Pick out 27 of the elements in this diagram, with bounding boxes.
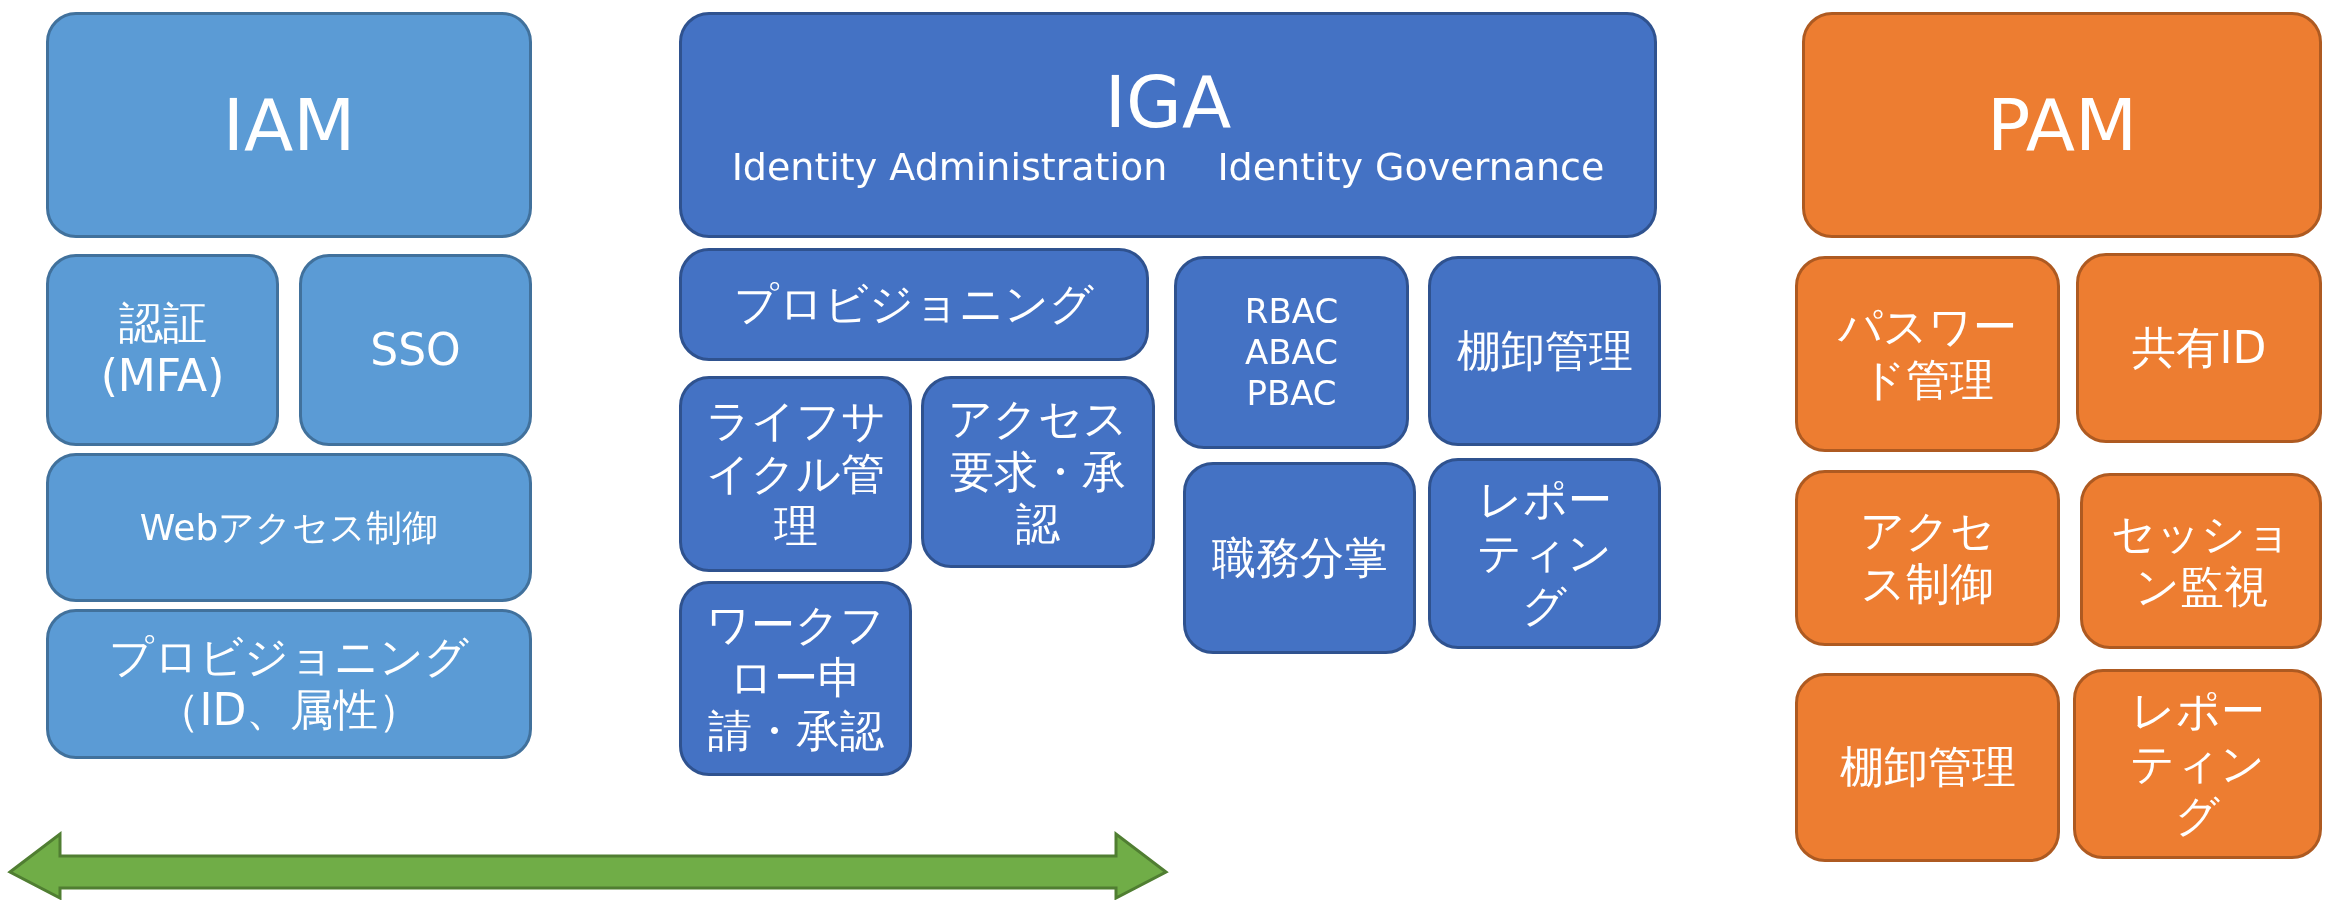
function-box: Webアクセス制御 — [46, 453, 532, 602]
function-box: 棚卸管理 — [1428, 256, 1661, 446]
function-box: アクセス要求・承認 — [921, 376, 1155, 568]
category-header-box: IAM — [46, 12, 532, 238]
function-box: レポーティング — [2073, 669, 2322, 859]
box-text: ABAC — [1245, 332, 1338, 373]
function-box: セッション監視 — [2080, 473, 2322, 649]
function-box: 職務分掌 — [1183, 462, 1416, 654]
function-box: パスワード管理 — [1795, 256, 2060, 452]
function-box: プロビジョニング（ID、属性） — [46, 609, 532, 759]
function-box: 共有ID — [2076, 253, 2322, 443]
subtitle-text: Identity Administration — [731, 145, 1168, 191]
category-header-box: PAM — [1802, 12, 2322, 238]
function-box: アクセス制御 — [1795, 470, 2060, 646]
header-title: IGA — [1104, 59, 1232, 146]
function-box: 認証 (MFA) — [46, 254, 279, 446]
function-box: ライフサイクル管理 — [679, 376, 912, 572]
box-text: RBAC — [1244, 291, 1339, 333]
function-box: 棚卸管理 — [1795, 673, 2060, 862]
box-text: PBAC — [1246, 372, 1337, 414]
category-header-box — [679, 12, 1657, 238]
function-box: レポーティング — [1428, 458, 1661, 649]
function-box: SSO — [299, 254, 532, 446]
function-box: ワークフロー申請・承認 — [679, 581, 912, 776]
function-box — [1174, 256, 1409, 449]
function-box: プロビジョニング — [679, 248, 1149, 361]
subtitle-text: Identity Governance — [1217, 145, 1605, 191]
